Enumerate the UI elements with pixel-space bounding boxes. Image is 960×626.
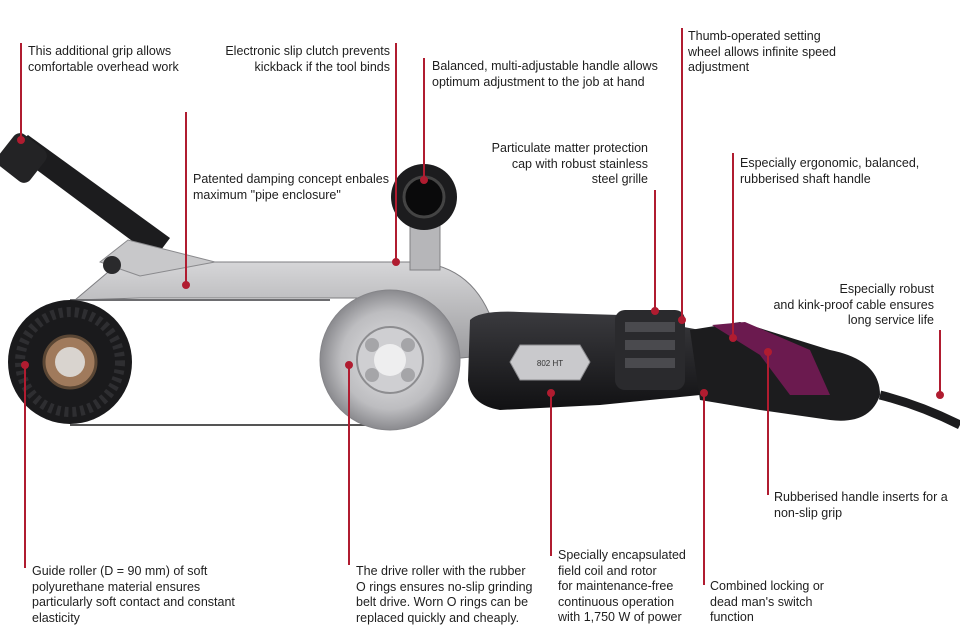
drive-roller <box>319 289 461 431</box>
callout-setting-wheel: Thumb-operated setting wheel allows infi… <box>688 29 837 74</box>
setting-wheel-housing <box>615 310 685 390</box>
callout-overhead-grip: This additional grip allows comfortable … <box>28 44 179 74</box>
callout-locking-switch: Combined locking or dead man's switch fu… <box>710 579 824 624</box>
handle-insert <box>712 322 830 395</box>
callout-field-coil: Specially encapsulated field coil and ro… <box>558 548 686 624</box>
callout-damping-concept: Patented damping concept enbales maximum… <box>193 172 389 202</box>
model-badge <box>509 344 591 381</box>
callout-handle-inserts: Rubberised handle inserts for a non-slip… <box>774 490 948 520</box>
cable <box>878 390 960 430</box>
callout-adjustable-handle: Balanced, multi-adjustable handle allows… <box>432 59 658 89</box>
callout-slip-clutch: Electronic slip clutch prevents kickback… <box>225 44 390 74</box>
callout-lines <box>17 28 944 585</box>
callout-cable: Especially robust and kink-proof cable e… <box>773 282 934 327</box>
callout-drive-roller: The drive roller with the rubber O rings… <box>356 564 533 625</box>
callout-guide-roller: Guide roller (D = 90 mm) of soft polyure… <box>32 564 235 625</box>
overhead-grip-handle <box>0 133 216 277</box>
guide-roller <box>8 300 132 424</box>
callout-shaft-handle: Especially ergonomic, balanced, rubberis… <box>740 156 920 186</box>
model-label: 802 HT <box>537 359 563 368</box>
callout-protection-cap: Particulate matter protection cap with r… <box>491 141 648 186</box>
protection-cap <box>391 164 457 271</box>
